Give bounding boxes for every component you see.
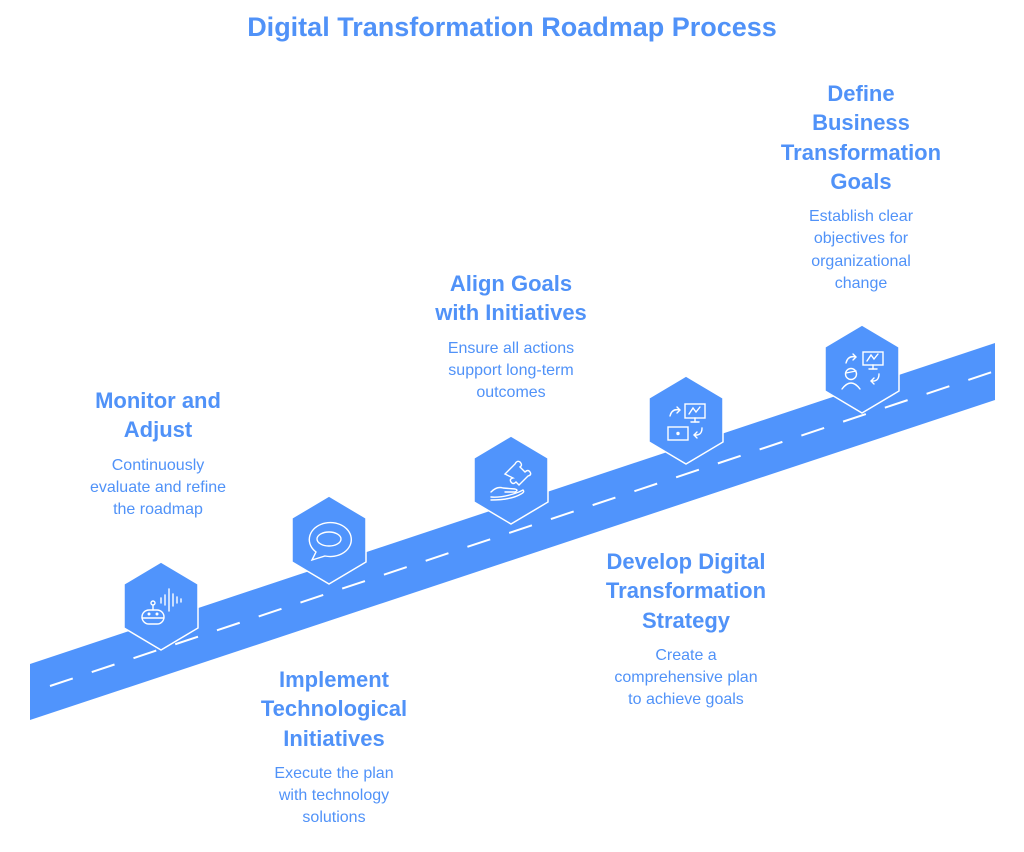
robot-voice-icon (141, 588, 182, 625)
step-define: Define Business Transformation Goals Est… (741, 79, 981, 295)
step-desc-line: organizational (811, 252, 911, 270)
step-desc-line: evaluate and refine (89, 478, 227, 496)
diagram-title: Digital Transformation Roadmap Process (247, 12, 777, 42)
step-desc-line: objectives for (813, 230, 909, 248)
step-title-line: Business (812, 110, 910, 136)
step-title-line: Strategy (641, 607, 731, 633)
step-desc-line: change (834, 275, 888, 293)
step-align: Align Goals with Initiatives Ensure all … (391, 269, 631, 404)
step-title-line: Implement (278, 667, 390, 692)
hexagon-define (824, 324, 900, 414)
step-desc-line: Establish clear (808, 208, 914, 226)
strategy-monitor-icon (667, 403, 706, 441)
step-desc-line: with technology (278, 787, 390, 805)
step-desc-line: the roadmap (113, 501, 203, 519)
step-title-line: Develop Digital (606, 549, 766, 574)
step-desc-line: outcomes (476, 384, 546, 402)
step-title-line: Monitor and (95, 388, 221, 413)
hexagon-implement (291, 495, 367, 585)
step-title-line: Initiatives (283, 725, 385, 751)
speech-bubble-icon (308, 521, 352, 562)
step-implement: Implement Technological Initiatives Exec… (214, 665, 454, 830)
hexagon-align (473, 435, 549, 525)
step-title-line: Technological (260, 696, 408, 722)
hexagon-monitor (123, 561, 199, 651)
step-develop: Develop Digital Transformation Strategy … (566, 547, 806, 712)
step-desc-line: Execute the plan (274, 764, 394, 782)
step-monitor: Monitor and Adjust Continuously evaluate… (38, 386, 278, 521)
step-desc-line: Ensure all actions (447, 339, 575, 357)
hexagon-develop (648, 375, 724, 465)
hand-puzzle-icon (490, 460, 532, 501)
step-title-line: Goals (830, 168, 892, 194)
step-desc-line: support long-term (448, 361, 574, 379)
person-monitor-icon (841, 351, 884, 390)
step-title-line: Adjust (123, 417, 193, 443)
step-desc-line: Continuously (111, 456, 205, 474)
step-title-line: Define (827, 81, 895, 106)
step-title-line: Transformation (605, 578, 767, 604)
step-desc-line: to achieve goals (628, 691, 744, 709)
step-desc-line: Create a (655, 646, 717, 664)
step-desc-line: comprehensive plan (614, 669, 758, 687)
step-title-line: Transformation (780, 139, 942, 165)
step-title-line: Align Goals (449, 271, 573, 296)
road-center-dashes (49, 370, 996, 687)
step-title-line: with Initiatives (435, 300, 587, 326)
step-desc-line: solutions (302, 809, 366, 827)
